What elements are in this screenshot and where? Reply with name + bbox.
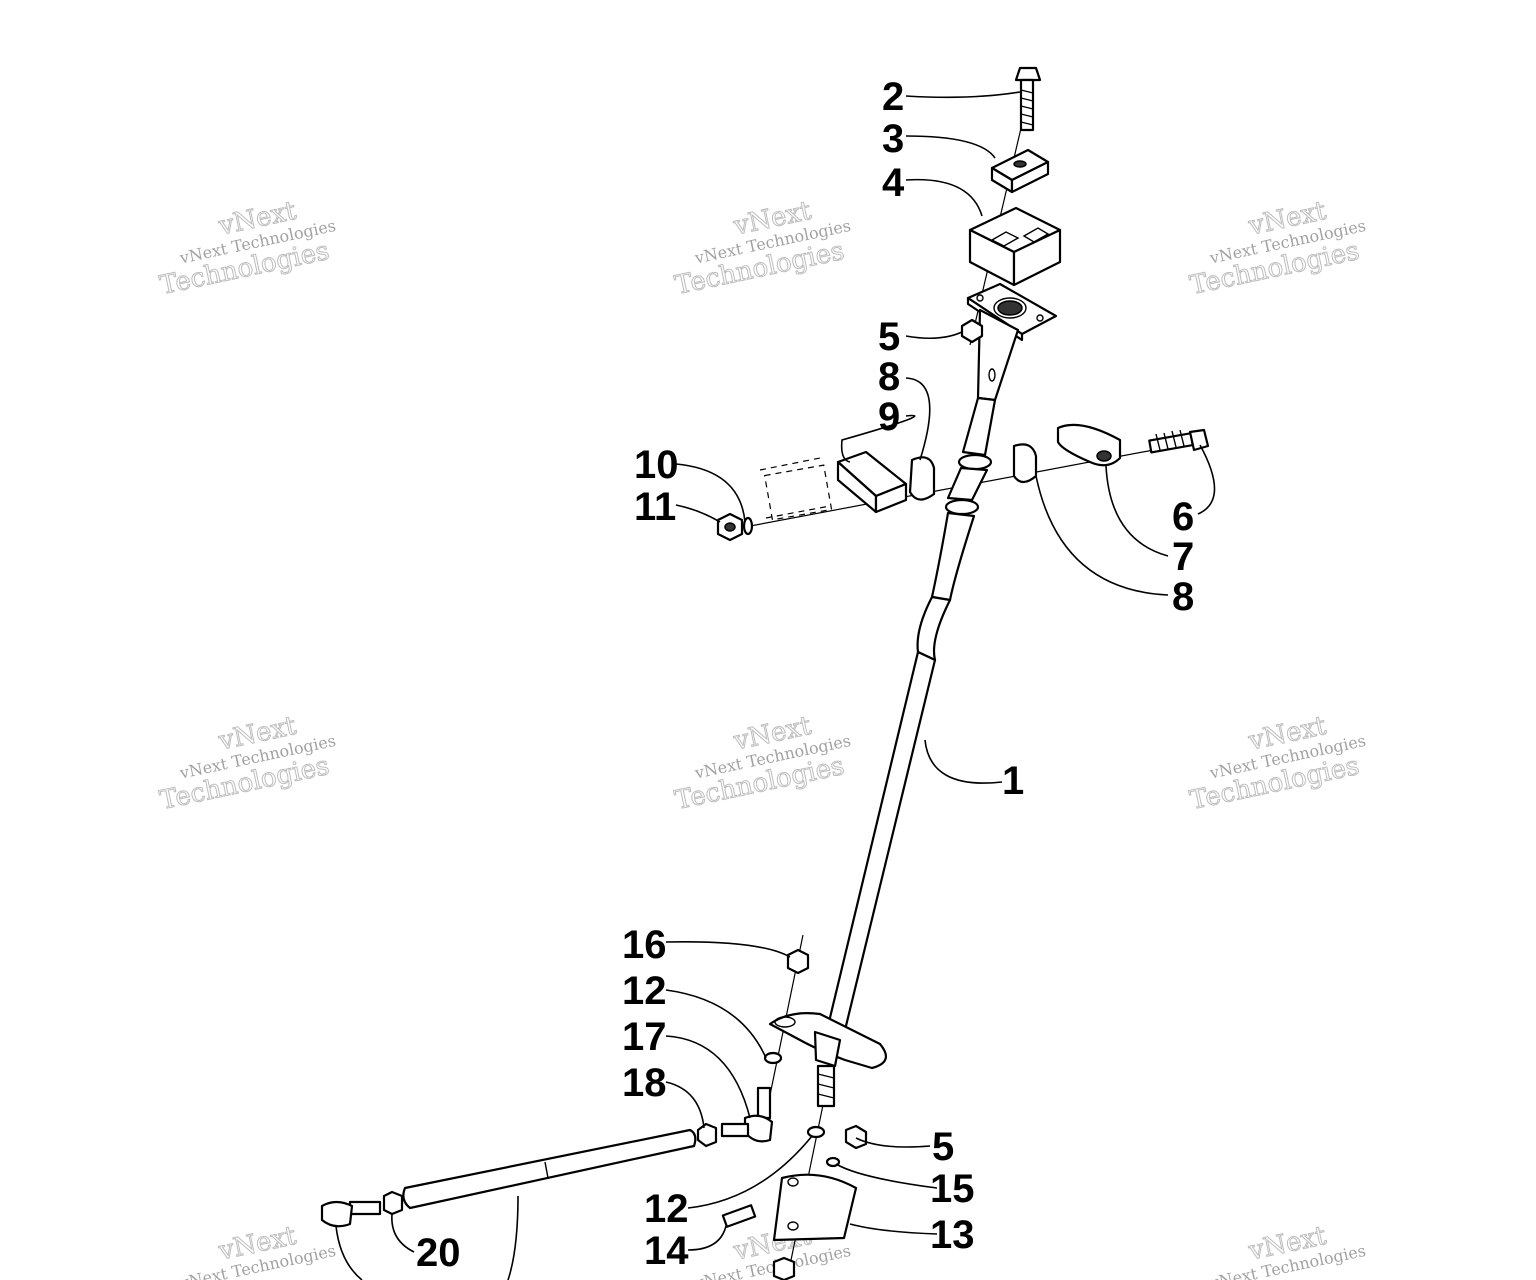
nut-part-16 <box>786 948 810 975</box>
bushing-part-8-left <box>908 456 936 501</box>
washer-part-12-upper <box>763 1051 783 1065</box>
bolt-part-2 <box>1014 66 1042 132</box>
callout-2: 2 <box>882 75 904 119</box>
nut-lower-partial <box>772 1256 796 1280</box>
callout-8-lower: 8 <box>1172 575 1194 619</box>
jam-nut-part-20 <box>382 1190 404 1216</box>
watermark: vNext vNext Technologies Technologies <box>672 195 853 301</box>
watermark: vNext vNext Technologies <box>177 1220 337 1280</box>
watermark: vNext vNext Technologies Technologies <box>157 195 338 301</box>
callout-1: 1 <box>1002 759 1024 803</box>
callout-7: 7 <box>1172 535 1194 579</box>
callout-9: 9 <box>878 395 900 439</box>
callout-17: 17 <box>622 1015 667 1059</box>
callout-8-upper: 8 <box>878 355 900 399</box>
tie-rod-end-part-21 <box>320 1200 382 1228</box>
nut-part-5-lower <box>844 1124 868 1150</box>
watermark: vNext vNext Technologies <box>1207 1220 1367 1280</box>
tie-rod-part-19 <box>402 1128 697 1210</box>
nut-part-11 <box>716 512 744 542</box>
bushing-part-8-right <box>1012 443 1038 484</box>
handlebar-clamp-part-9 <box>836 450 908 514</box>
bracket-part-13 <box>772 1173 858 1242</box>
callout-12-lower: 12 <box>644 1187 689 1231</box>
callout-14: 14 <box>644 1229 689 1273</box>
callout-11: 11 <box>634 485 676 529</box>
watermark: vNext vNext Technologies Technologies <box>1187 195 1368 301</box>
callout-20: 20 <box>416 1231 461 1275</box>
handlebar-ghost <box>759 457 833 521</box>
watermark: vNext vNext Technologies Technologies <box>157 710 338 816</box>
washer-part-10 <box>742 516 754 536</box>
ball-joint-part-17 <box>720 1086 774 1143</box>
pitman-arm <box>768 1012 887 1108</box>
washer-part-12-lower <box>806 1125 826 1139</box>
callout-3: 3 <box>882 117 904 161</box>
steering-post-part-1 <box>826 282 1058 1032</box>
bolt-part-6 <box>1148 428 1210 454</box>
callout-labels: 2 3 4 5 8 9 10 11 6 7 8 1 16 12 17 18 5 … <box>416 75 1194 1275</box>
callout-10: 10 <box>634 443 679 487</box>
callout-16: 16 <box>622 923 667 967</box>
clamp-block-part-4 <box>968 206 1062 287</box>
callout-13: 13 <box>930 1213 975 1257</box>
callout-4: 4 <box>882 161 905 205</box>
callout-15: 15 <box>930 1167 975 1211</box>
watermark: vNext vNext Technologies Technologies <box>1187 710 1368 816</box>
callout-5-lower: 5 <box>932 1125 954 1169</box>
callout-12-upper: 12 <box>622 969 667 1013</box>
callout-5-upper: 5 <box>878 315 900 359</box>
callout-6: 6 <box>1172 495 1194 539</box>
nut-part-5-upper <box>960 318 984 344</box>
clamp-cap-part-7 <box>1056 423 1122 467</box>
clamp-cap-part-3 <box>990 148 1050 194</box>
bolt-part-14 <box>721 1204 757 1228</box>
leader-lines <box>335 91 1216 1280</box>
jam-nut-part-18 <box>696 1122 718 1148</box>
watermark: vNext vNext Technologies Technologies <box>672 710 853 816</box>
callout-18: 18 <box>622 1061 667 1105</box>
